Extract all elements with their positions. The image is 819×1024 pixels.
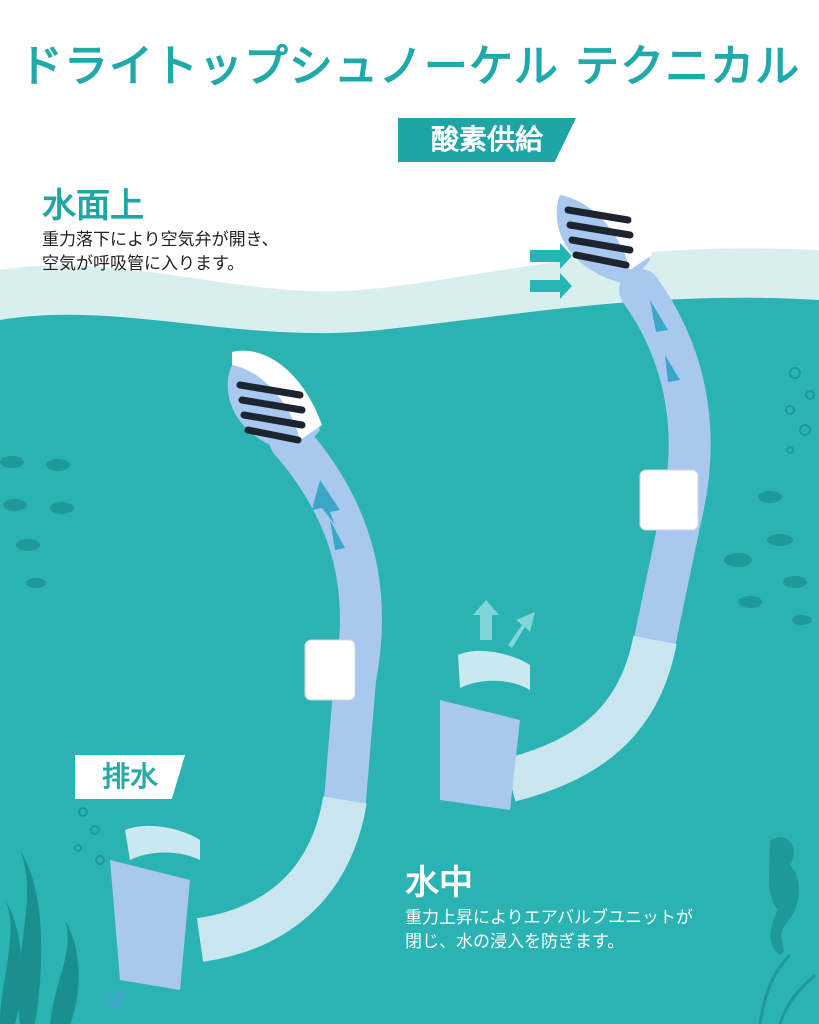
plant-bottom-right [758,953,817,1024]
surface-description: 重力落下により空気弁が開き、 空気が呼吸管に入ります。 [42,228,342,276]
underwater-heading: 水中 [405,863,473,903]
drain-badge: 排水 [75,755,185,799]
underwater-description: 重力上昇によりエアバルブユニットが 閉じ、水の浸入を防ぎます。 [405,906,785,954]
surface-desc-line2: 空気が呼吸管に入ります。 [42,254,245,274]
underwater-desc-line2: 閉じ、水の浸入を防ぎます。 [405,932,625,952]
flow-arrows [105,300,680,1012]
bubbles-right [785,367,815,454]
fish-school-left [0,456,74,588]
underwater-desc-line1: 重力上昇によりエアバルブユニットが [405,908,693,928]
exhaust-arrows [473,600,535,648]
fish-school-right [724,491,812,625]
bubbles-left [74,807,105,865]
seahorse [769,837,800,955]
surface-heading: 水面上 [42,186,144,226]
seaweed-left [0,850,79,1024]
airflow-arrows [530,243,572,299]
page-title: ドライトップシュノーケル テクニカル [18,41,801,92]
surface-desc-line1: 重力落下により空気弁が開き、 [42,230,279,250]
left-snorkel [110,350,382,990]
water-body [0,297,819,1024]
oxygen-supply-badge: 酸素供給 [398,118,576,162]
